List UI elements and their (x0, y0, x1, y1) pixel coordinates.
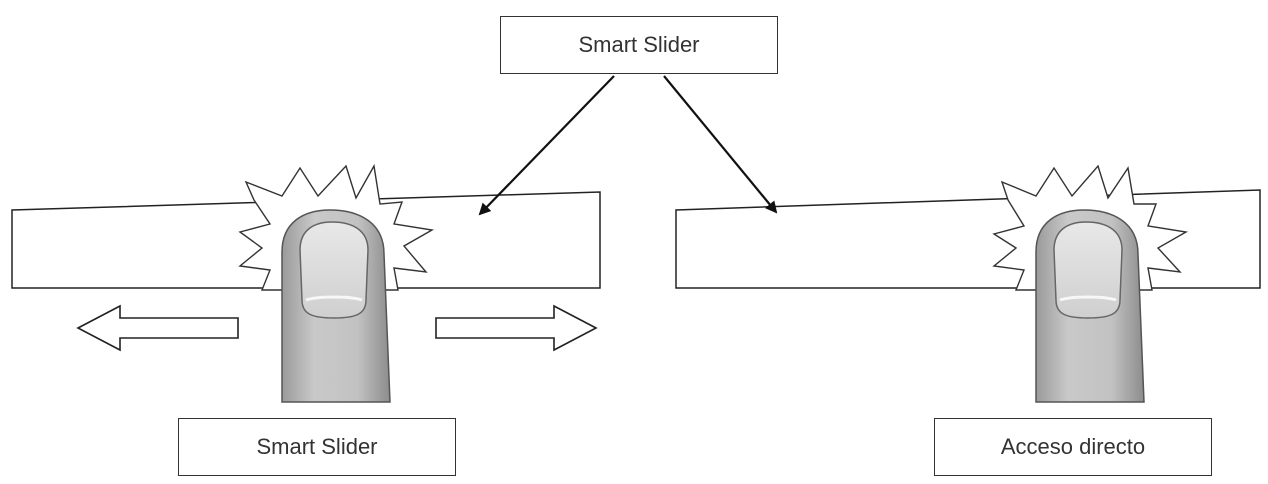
pointer-arrow-right (663, 75, 778, 214)
pointer-arrow-left (478, 75, 615, 216)
label-text: Smart Slider (578, 32, 700, 57)
label-acceso-directo: Acceso directo (934, 418, 1212, 476)
label-smart-slider: Smart Slider (178, 418, 456, 476)
arrow-right-icon (435, 304, 598, 352)
label-text: Smart Slider (256, 434, 378, 459)
label-text: Acceso directo (1000, 434, 1146, 459)
label-smart-slider-top: Smart Slider (500, 16, 778, 74)
finger-press-icon (1035, 209, 1145, 403)
finger-press-icon (281, 209, 391, 403)
arrow-left-icon (76, 304, 239, 352)
